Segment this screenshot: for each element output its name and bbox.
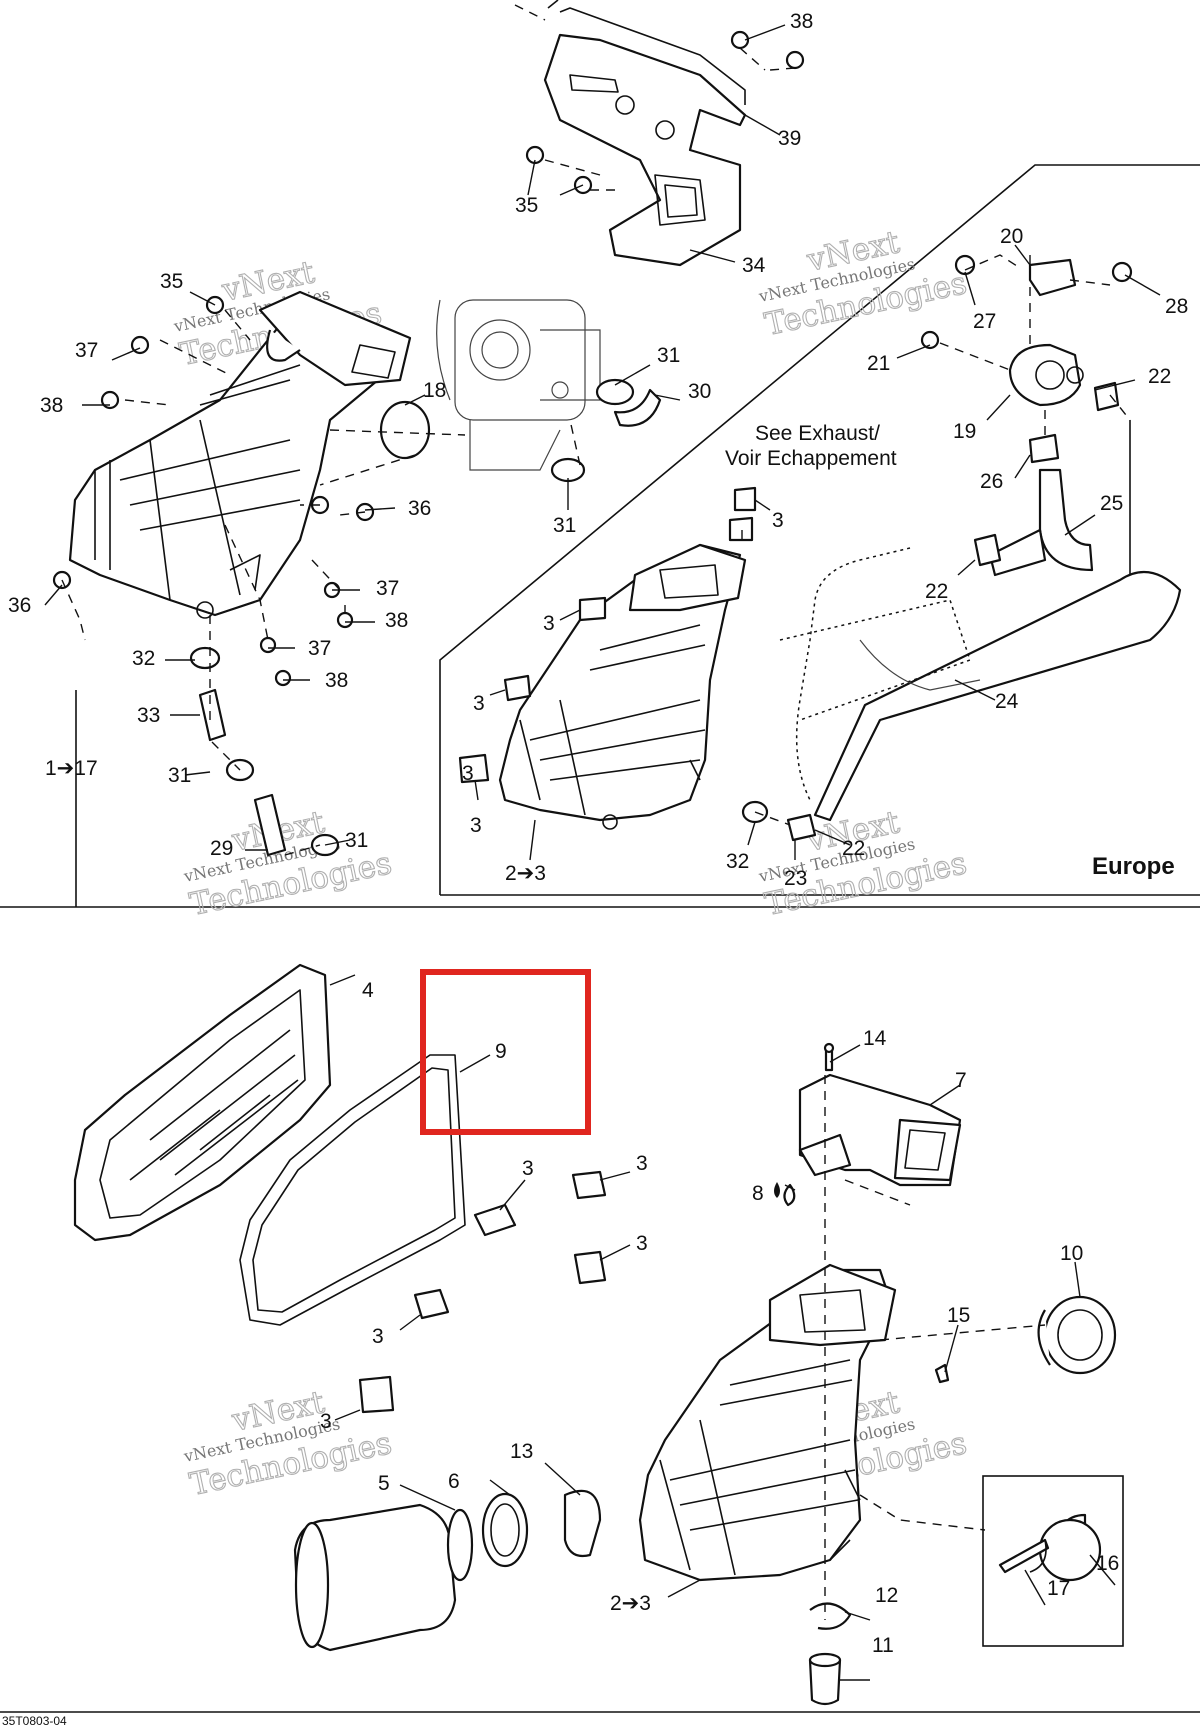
callout-label: 22 (1148, 365, 1171, 388)
leader-lines (44, 24, 1161, 1681)
callout-label: 4 (362, 979, 374, 1002)
callout-label: 3 (372, 1325, 384, 1348)
airbox-assembly-europe (498, 543, 747, 830)
callout-label: 32 (726, 850, 749, 873)
callout-label: 38 (325, 669, 348, 692)
air-filter-parts (293, 1042, 1117, 1706)
callout-label: 39 (778, 127, 801, 150)
callout-label: 29 (210, 837, 233, 860)
callout-label: 11 (872, 1634, 894, 1657)
callout-label: 9 (495, 1040, 507, 1063)
callout-label: 14 (863, 1027, 887, 1050)
intake-duct (798, 1073, 962, 1187)
oil-drop-icon (774, 1182, 780, 1198)
callout-label: 3 (522, 1157, 534, 1180)
callout-label: 3 (470, 814, 482, 837)
callout-label: 8 (752, 1182, 764, 1205)
clips-bottom (358, 1170, 607, 1414)
callout-label: 31 (657, 344, 680, 367)
callout-label: 3 (320, 1410, 332, 1433)
callout-label: 37 (308, 637, 331, 660)
callout-label: 20 (1000, 225, 1023, 248)
carburetor-outline (436, 299, 601, 471)
callout-label: 3 (473, 692, 485, 715)
callout-label: 18 (423, 379, 446, 402)
callout-label: 19 (953, 420, 976, 443)
highlight-box (420, 969, 591, 1135)
callout-label: 15 (947, 1304, 970, 1327)
exhaust-note-line1: See Exhaust/ (755, 422, 880, 445)
callout-label: 5 (378, 1472, 390, 1495)
callout-label: 35 (515, 194, 538, 217)
callout-label: 36 (408, 497, 431, 520)
callout-label: 3 (636, 1152, 648, 1175)
callout-label: 24 (995, 690, 1019, 713)
callout-label: 37 (75, 339, 98, 362)
callout-label: 1➔17 (45, 757, 98, 780)
callout-label: 38 (40, 394, 63, 417)
callout-label: 6 (448, 1470, 460, 1493)
callout-label: 3 (772, 509, 784, 532)
callout-label: 7 (955, 1069, 967, 1092)
gasket (239, 1054, 466, 1326)
airbox-lower (638, 1263, 897, 1582)
callout-label: 38 (790, 10, 813, 33)
airbox-cover (73, 963, 332, 1242)
callout-label: 31 (168, 764, 191, 787)
heat-shield-bracket (543, 0, 747, 267)
callout-label: 25 (1100, 492, 1123, 515)
callout-labels: 38 39 35 34 20 27 28 21 22 19 26 25 35 3… (8, 10, 1188, 1657)
callout-label: 38 (385, 609, 408, 632)
callout-label: 35 (160, 270, 183, 293)
airbox-assembly-left (68, 290, 412, 619)
assembly-lines (61, 4, 1131, 1620)
region-label: Europe (1092, 853, 1175, 880)
callout-label: 12 (875, 1584, 898, 1607)
callout-label: 27 (973, 310, 996, 333)
exhaust-note-line2: Voir Echappement (725, 447, 897, 470)
callout-label: 31 (345, 829, 368, 852)
callout-label: 37 (376, 577, 399, 600)
callout-label: 2➔3 (505, 862, 546, 885)
callout-label: 3 (636, 1232, 648, 1255)
callout-label: 34 (742, 254, 766, 277)
callout-label: 28 (1165, 295, 1188, 318)
callout-label: 2➔3 (610, 1592, 651, 1615)
callout-label: 22 (925, 580, 948, 603)
watermark-stamp: vNext vNext Technologies Technologies (756, 224, 970, 344)
secondary-air-system (779, 258, 1182, 822)
callout-label: 10 (1060, 1242, 1083, 1265)
callout-label: 3 (543, 612, 555, 635)
callout-label: 33 (137, 704, 160, 727)
callout-label: 36 (8, 594, 31, 617)
callout-label: 26 (980, 470, 1003, 493)
callout-label: 16 (1096, 1552, 1119, 1575)
callout-label: 32 (132, 647, 155, 670)
section-frames (0, 164, 1200, 1713)
callout-label: 3 (462, 762, 474, 785)
callout-label: 30 (688, 380, 711, 403)
callout-label: 22 (842, 837, 865, 860)
watermark-stamp: vNext vNext Technologies Technologies (181, 804, 395, 924)
callout-label: 17 (1047, 1577, 1070, 1600)
callout-label: 23 (784, 867, 807, 890)
callout-label: 31 (553, 514, 576, 537)
figure-code: 35T0803-04 (2, 1714, 67, 1728)
callout-label: 21 (867, 352, 890, 375)
callout-label: 13 (510, 1440, 533, 1463)
